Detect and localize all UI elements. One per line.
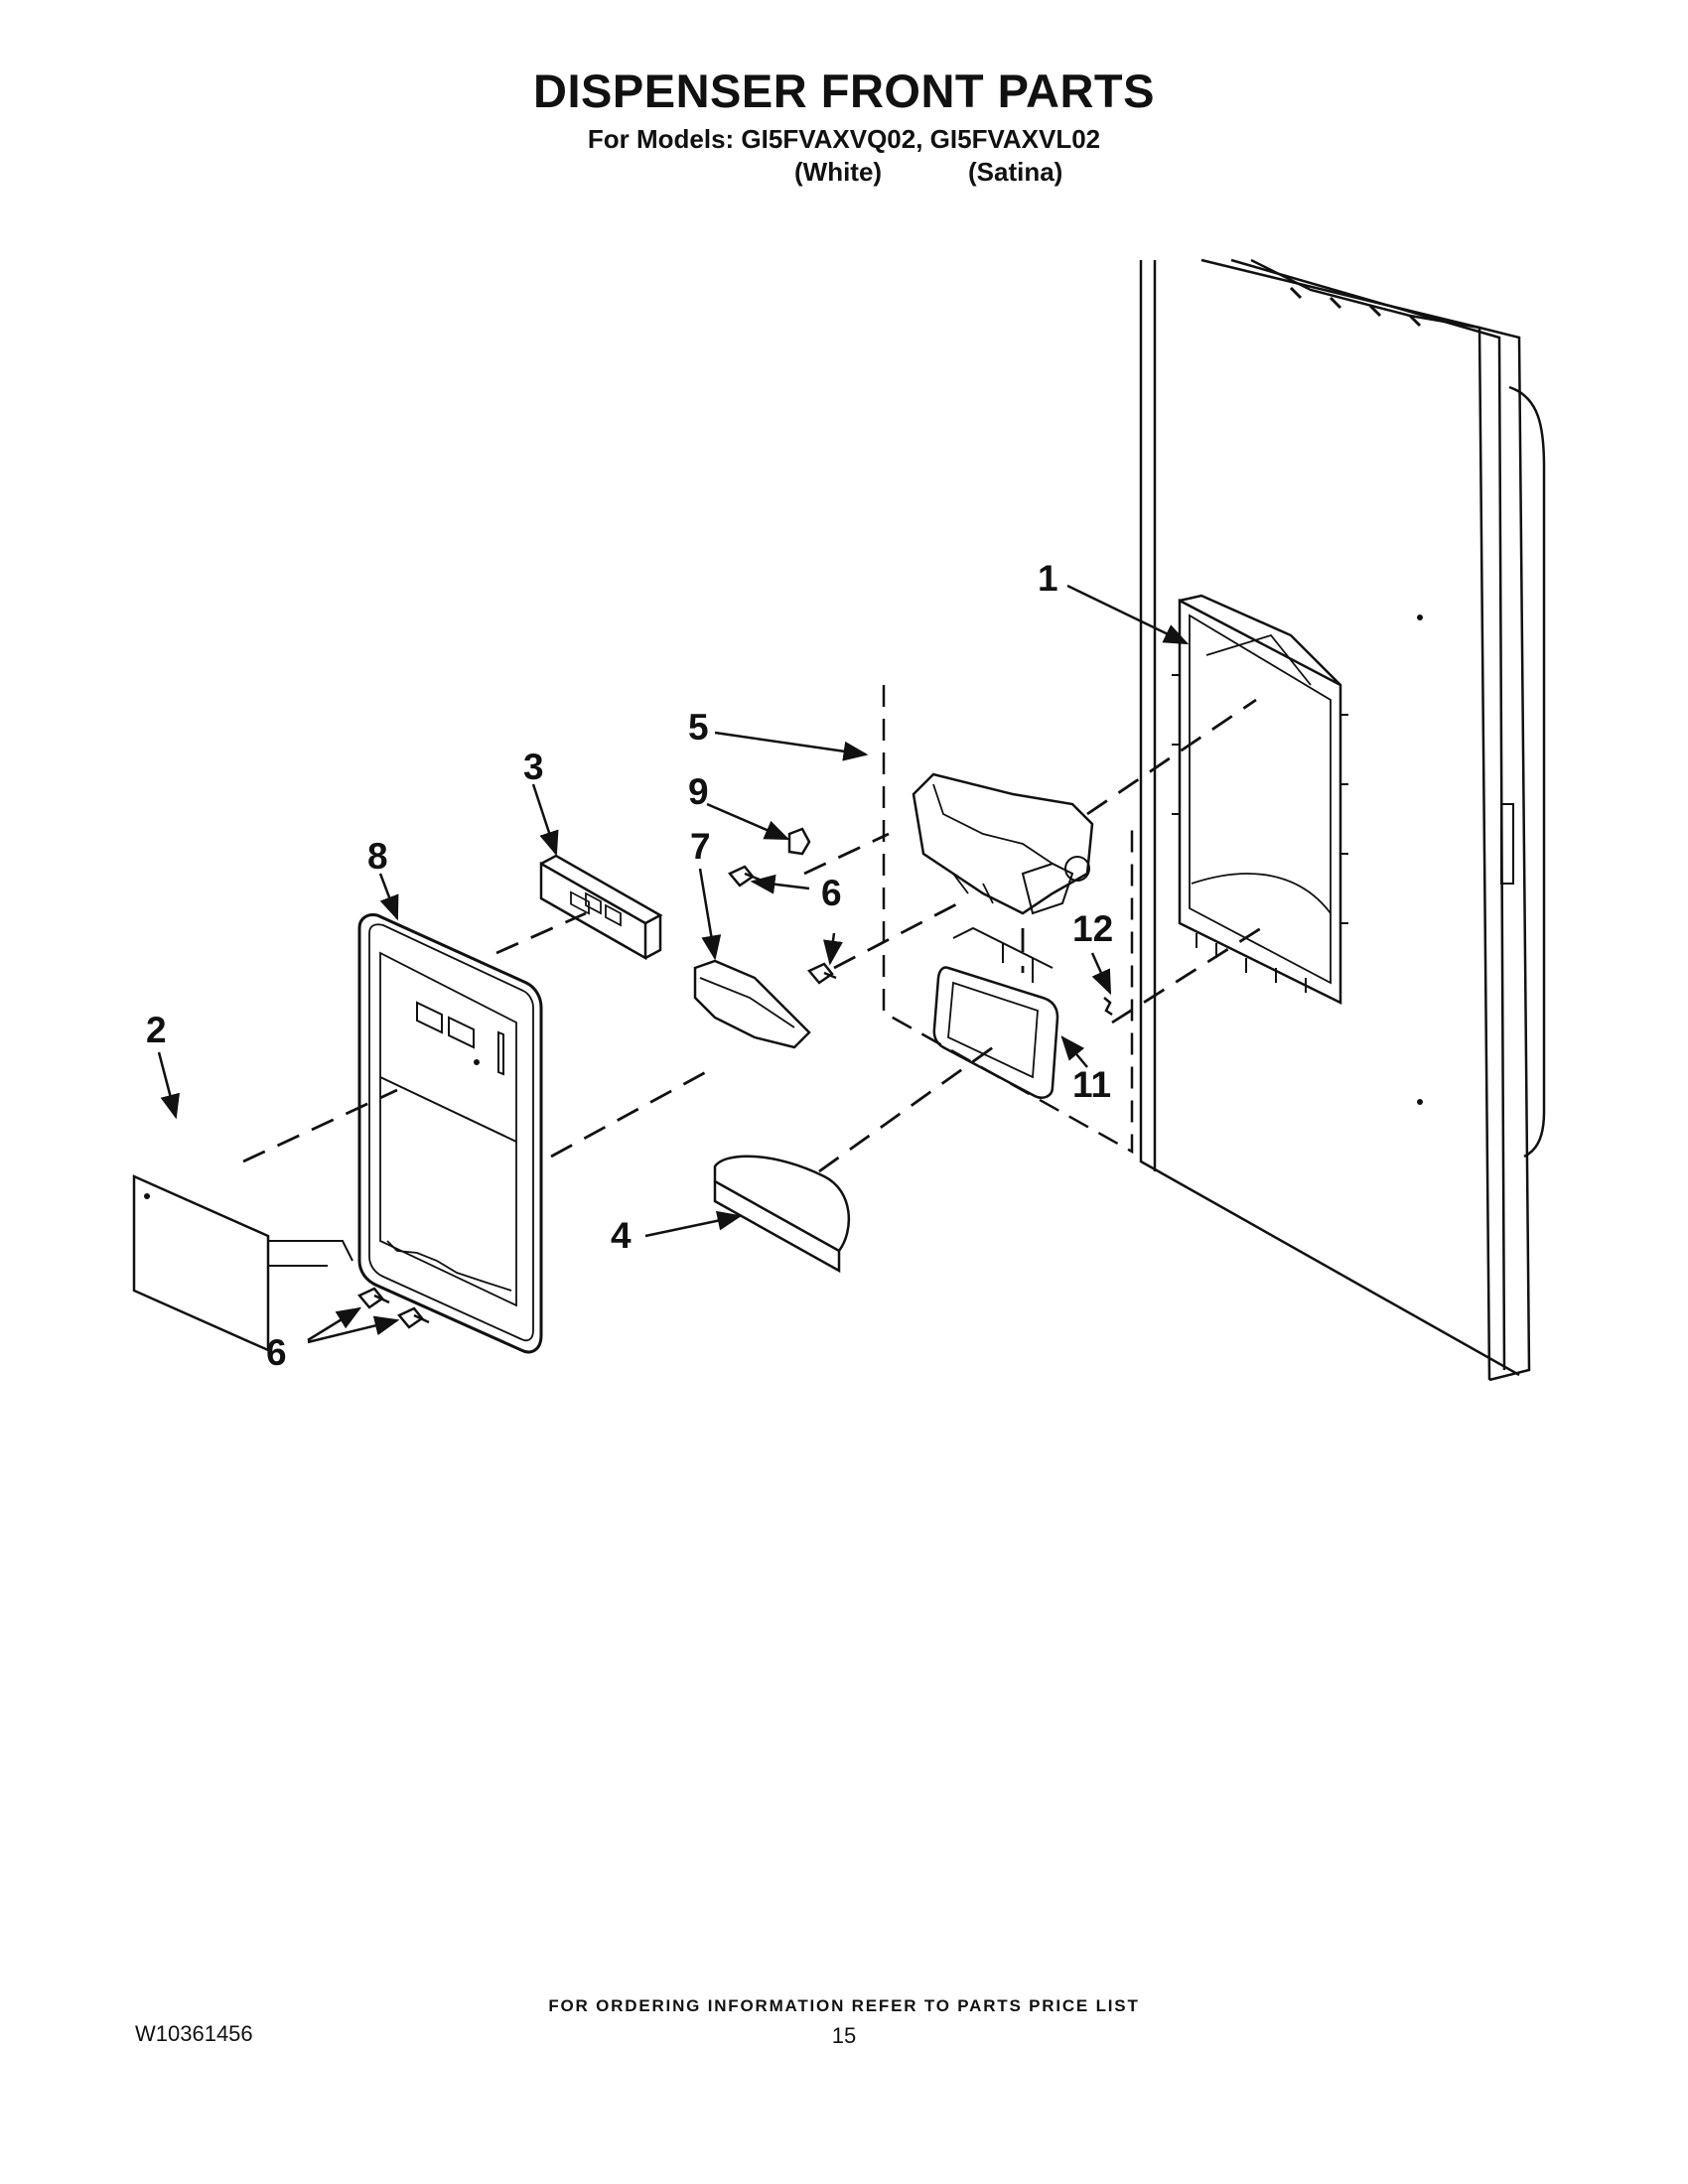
callout-3: 3 (523, 747, 544, 787)
callout-4: 4 (611, 1215, 632, 1256)
part-2-label (132, 1174, 353, 1352)
part-1-dispenser-housing (1172, 594, 1348, 1006)
page-number: 15 (831, 2023, 857, 2048)
document-number: W10361456 (135, 2021, 253, 2046)
part-12-spring (1103, 997, 1113, 1017)
callout-6-lower: 6 (266, 1332, 287, 1373)
part-3-control-board (539, 854, 663, 961)
part-7-lens (693, 959, 811, 1049)
part-4-drip-tray (713, 1155, 851, 1274)
callout-12: 12 (1072, 908, 1113, 949)
part-6-screws (357, 865, 837, 1329)
callout-1: 1 (1038, 558, 1058, 599)
refrigerator-door (1139, 258, 1546, 1382)
variant-white-label: (White) (794, 157, 883, 187)
callout-5: 5 (688, 707, 709, 748)
callout-arrows (157, 584, 1190, 1344)
page-title: DISPENSER FRONT PARTS (533, 65, 1155, 117)
part-5-dispenser-module (882, 685, 1134, 1155)
callout-11: 11 (1072, 1064, 1111, 1105)
part-11-paddle (932, 926, 1059, 1099)
ordering-note: FOR ORDERING INFORMATION REFER TO PARTS … (548, 1996, 1140, 2015)
callout-8: 8 (367, 836, 388, 877)
callout-6-upper: 6 (821, 873, 842, 913)
models-line: For Models: GI5FVAXVQ02, GI5FVAXVL02 (587, 124, 1101, 154)
callout-9: 9 (688, 771, 709, 812)
part-8-dispenser-frame (357, 913, 543, 1354)
part-9-clip (787, 827, 811, 856)
variant-satina-label: (Satina) (968, 157, 1063, 187)
assembly-lines (242, 698, 1262, 1173)
callout-7: 7 (690, 826, 711, 867)
callout-2: 2 (146, 1010, 167, 1050)
